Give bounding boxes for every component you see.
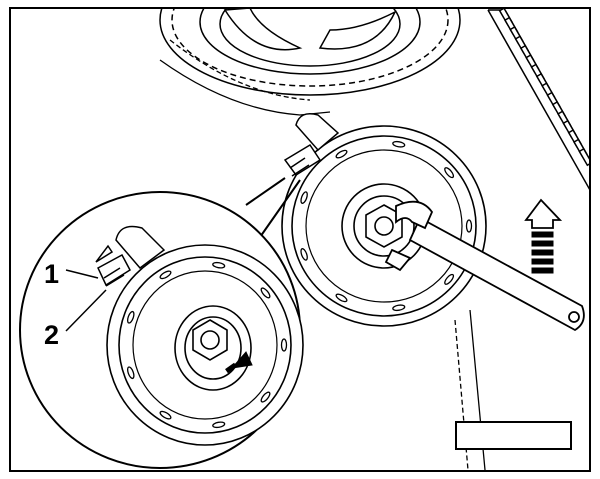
callout-label-1: 1 [44, 259, 60, 289]
belt-tooth [578, 147, 589, 167]
pulley-slot [280, 338, 288, 352]
pulley-slots [126, 261, 288, 429]
tensioner-clamp-main [283, 113, 340, 177]
direction-arrow-icon [524, 198, 563, 274]
camshaft-sprocket [159, 9, 461, 96]
figure-caption-box [455, 421, 572, 450]
pulley-slot [212, 421, 226, 429]
pulley-slot [444, 273, 455, 285]
pulley-slot [212, 261, 226, 269]
pulley-slot [444, 167, 455, 179]
pulley-slots [300, 140, 473, 312]
pulley-slot [126, 366, 135, 380]
callout-label-2: 2 [44, 320, 60, 350]
pulley-slot [300, 191, 308, 204]
pulley-slot [260, 391, 271, 403]
tensioner-pulley-main [281, 125, 487, 327]
tensioner-clamp-detail [95, 225, 166, 287]
pulley-slot [159, 410, 172, 420]
spanner-wrench [384, 200, 585, 332]
pulley-slot [335, 149, 348, 159]
pulley-slot [260, 287, 271, 299]
tensioner-pulley-detail [106, 244, 304, 446]
pulley-slot [392, 304, 406, 312]
callout-leaders [65, 269, 107, 332]
pulley-slot [126, 310, 135, 324]
pulley-slot [392, 140, 406, 148]
pulley-slot [465, 219, 473, 233]
pulley-slot [335, 293, 348, 303]
rotation-arrow-icon [225, 351, 253, 374]
pulley-slot [159, 270, 172, 280]
pulley-slot [300, 248, 308, 261]
belt-teeth [498, 9, 589, 167]
